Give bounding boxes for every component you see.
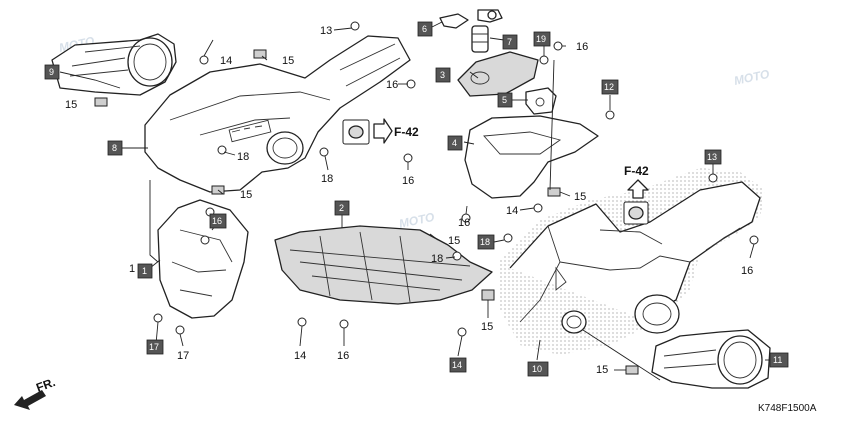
part-4-inner-box <box>464 115 599 199</box>
callout-18: 18 <box>321 173 333 185</box>
callout-box-13: 13 <box>704 149 722 165</box>
callout-15: 15 <box>574 191 586 203</box>
callout-16: 16 <box>576 41 588 53</box>
svg-text:8: 8 <box>112 143 117 153</box>
part-11-trim-ring <box>651 329 771 389</box>
callout-15: 15 <box>596 364 608 376</box>
callout-box-14: 14 <box>449 357 467 373</box>
callout-box-18: 18 <box>477 234 495 250</box>
svg-text:12: 12 <box>604 82 614 92</box>
callout-box-3: 3 <box>435 67 451 83</box>
callout-15: 15 <box>240 189 252 201</box>
callout-18: 18 <box>431 253 443 265</box>
callout-18: 18 <box>237 151 249 163</box>
callout-box-4: 4 <box>447 135 463 151</box>
watermark-center: MOTO <box>398 210 437 231</box>
part-1-lower-panel <box>157 199 249 319</box>
svg-text:9: 9 <box>49 67 54 77</box>
svg-text:3: 3 <box>440 70 445 80</box>
svg-text:17: 17 <box>149 342 159 352</box>
callout-box-17: 17 <box>146 339 164 355</box>
reference-label-f42-b: F-42 <box>624 164 649 178</box>
callout-box-6: 6 <box>417 21 433 37</box>
callout-15: 15 <box>481 321 493 333</box>
callout-17: 17 <box>177 350 189 362</box>
svg-text:18: 18 <box>480 237 490 247</box>
svg-text:13: 13 <box>707 152 717 162</box>
plain-callouts: 13 14 15 15 16 18 18 15 1 17 14 16 15 18… <box>65 25 753 376</box>
callout-box-19: 19 <box>533 31 551 47</box>
callout-16: 16 <box>458 217 470 229</box>
callout-box-8: 8 <box>107 140 123 156</box>
callout-16: 16 <box>386 79 398 91</box>
drawing-code: K748F1500A <box>758 403 817 414</box>
callout-13: 13 <box>320 25 332 37</box>
reference-marker-2: F-42 <box>623 164 649 225</box>
front-direction-arrow: FR. <box>14 375 57 410</box>
callout-box-7: 7 <box>502 34 518 50</box>
callout-box-12: 12 <box>601 79 619 95</box>
svg-text:5: 5 <box>502 95 507 105</box>
svg-text:14: 14 <box>452 360 462 370</box>
part-2-under-tray <box>274 225 493 305</box>
callout-16: 16 <box>337 350 349 362</box>
svg-text:1: 1 <box>142 266 147 276</box>
svg-text:4: 4 <box>452 138 457 148</box>
part-3-key-cover <box>457 51 539 97</box>
svg-text:11: 11 <box>773 355 782 365</box>
callout-16: 16 <box>741 265 753 277</box>
callout-15: 15 <box>282 55 294 67</box>
part-8-upper-cover <box>144 35 411 193</box>
callout-box-10: 10 <box>527 361 549 377</box>
boxed-callouts: 9 8 1 16 17 2 3 6 7 19 5 4 12 18 14 10 1… <box>44 21 789 377</box>
callout-box-5: 5 <box>497 92 513 108</box>
part-10-side-cover <box>500 168 765 355</box>
leader-lines <box>59 21 773 381</box>
callout-15: 15 <box>65 99 77 111</box>
watermark-right: MOTO <box>733 67 772 88</box>
part-6-clamp <box>439 13 469 29</box>
direction-label: FR. <box>34 375 57 395</box>
svg-text:7: 7 <box>507 37 512 47</box>
part-7-ignition-switch <box>471 9 503 53</box>
svg-text:19: 19 <box>536 34 546 44</box>
callout-14: 14 <box>294 350 306 362</box>
callout-box-9: 9 <box>44 64 60 80</box>
svg-text:2: 2 <box>339 203 344 213</box>
callout-14: 14 <box>506 205 518 217</box>
callout-15: 15 <box>448 235 460 247</box>
callout-box-2: 2 <box>334 200 350 216</box>
callout-box-1: 1 <box>137 263 153 279</box>
part-5-bracket <box>525 87 557 115</box>
svg-text:16: 16 <box>212 216 222 226</box>
callout-box-16: 16 <box>209 213 227 229</box>
reference-label-f42-a: F-42 <box>394 125 419 139</box>
svg-text:6: 6 <box>422 24 427 34</box>
callout-1: 1 <box>129 263 135 275</box>
part-9-front-cover <box>51 33 177 96</box>
reference-marker-1: F-42 <box>342 118 419 145</box>
callout-14: 14 <box>220 55 232 67</box>
svg-text:10: 10 <box>532 364 542 374</box>
callout-16: 16 <box>402 175 414 187</box>
callout-box-11: 11 <box>769 352 789 368</box>
